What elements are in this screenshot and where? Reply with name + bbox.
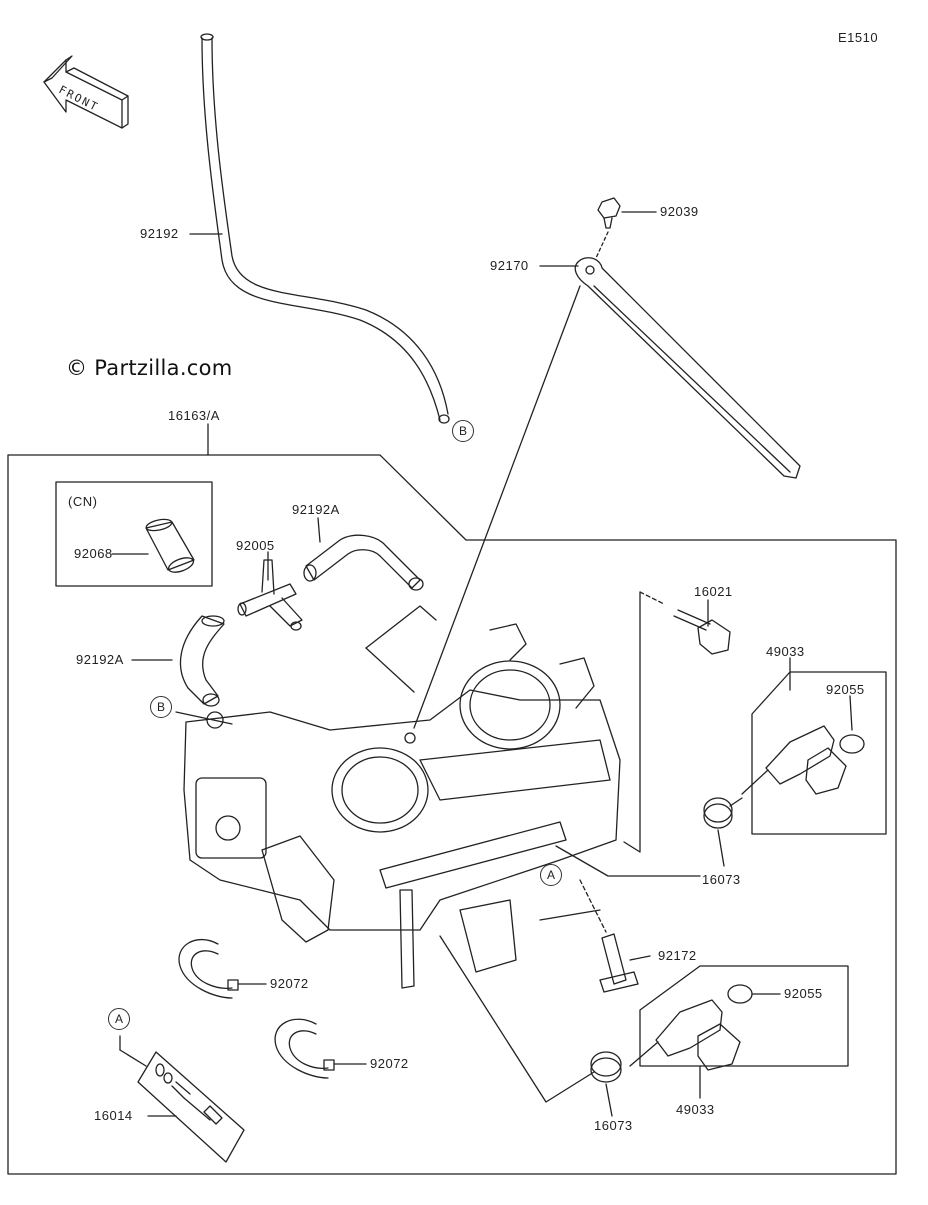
hose-leader-mid: [365, 647, 415, 693]
cushion-16073-bottom: [590, 1051, 622, 1083]
label-92192[interactable]: 92192: [140, 226, 179, 241]
diagram-code: E1510: [838, 30, 879, 45]
screw-16021-leader: [639, 591, 665, 605]
ref-b-circle-hose: B: [452, 420, 474, 442]
cn-box: [55, 481, 213, 587]
screw-92039: [595, 197, 621, 259]
injector-box-bottom: [639, 965, 849, 1067]
label-49033-bottom[interactable]: 49033: [676, 1102, 715, 1117]
injector-box-top: [751, 671, 887, 835]
label-92055-top[interactable]: 92055: [826, 682, 865, 697]
front-arrow-icon: FRONT: [43, 55, 129, 129]
hose-92192: [200, 33, 450, 424]
label-92172[interactable]: 92172: [658, 948, 697, 963]
joint-92005: [237, 559, 303, 631]
watermark: © Partzilla.com: [66, 356, 233, 380]
injector-49033-top: [741, 725, 847, 795]
label-16073-bottom[interactable]: 16073: [594, 1118, 633, 1133]
label-16163-a[interactable]: 16163/A: [168, 408, 220, 423]
cushion-16073-right: [703, 797, 733, 829]
hose-92192A-top-leader: [317, 517, 321, 543]
ref-a-leader: [555, 845, 701, 877]
screw-16014: [155, 1063, 223, 1125]
bolt-leader: [629, 955, 651, 961]
label-92192A-top[interactable]: 92192A: [292, 502, 340, 517]
cushion-16073-bottom-leader: [605, 1083, 613, 1117]
hose-92192A-top: [303, 534, 424, 591]
throttle-body: [183, 623, 621, 989]
label-92068[interactable]: 92068: [74, 546, 113, 561]
label-92039[interactable]: 92039: [660, 204, 699, 219]
bolt-92172: [599, 933, 639, 993]
injector-49033-bottom: [629, 999, 741, 1071]
screw-16021: [673, 609, 731, 655]
screw-set-leader-top: [119, 1049, 147, 1067]
ref-a-circle-screw: A: [108, 1008, 130, 1030]
oring-92055-top-leader: [849, 695, 853, 731]
cap-92068: [145, 518, 195, 573]
screw-set-box: [137, 1051, 245, 1163]
label-16021[interactable]: 16021: [694, 584, 733, 599]
hose-92192A-left: [179, 615, 225, 707]
label-92170[interactable]: 92170: [490, 258, 529, 273]
oring-92055-top: [839, 734, 865, 754]
band-leader: [413, 285, 581, 729]
label-92005[interactable]: 92005: [236, 538, 275, 553]
clamp-92072-a: [178, 938, 239, 999]
hose-leader-top: [365, 605, 437, 649]
hose-leader-b: [175, 711, 233, 725]
ref-a-circle-body: A: [540, 864, 562, 886]
injector-bottom-leader: [439, 935, 595, 1103]
label-49033-top[interactable]: 49033: [766, 644, 805, 659]
label-92055-bottom[interactable]: 92055: [784, 986, 823, 1001]
bolt-leader-dash: [579, 879, 607, 933]
label-92072-b[interactable]: 92072: [370, 1056, 409, 1071]
assembly-frame: [7, 454, 897, 1175]
label-16014[interactable]: 16014: [94, 1108, 133, 1123]
screw-16021-leader-down: [623, 591, 641, 853]
ref-b-circle-body: B: [150, 696, 172, 718]
label-92072-a[interactable]: 92072: [270, 976, 309, 991]
cn-label: (CN): [68, 494, 98, 509]
oring-92055-bottom: [727, 984, 753, 1004]
band-92170: [574, 257, 801, 479]
connector-leader: [539, 909, 601, 921]
cushion-16073-right-leader: [717, 829, 725, 867]
injector-top-leader: [729, 797, 743, 807]
clamp-92072-b: [274, 1018, 335, 1079]
label-16073-right[interactable]: 16073: [702, 872, 741, 887]
label-92192A-left[interactable]: 92192A: [76, 652, 124, 667]
